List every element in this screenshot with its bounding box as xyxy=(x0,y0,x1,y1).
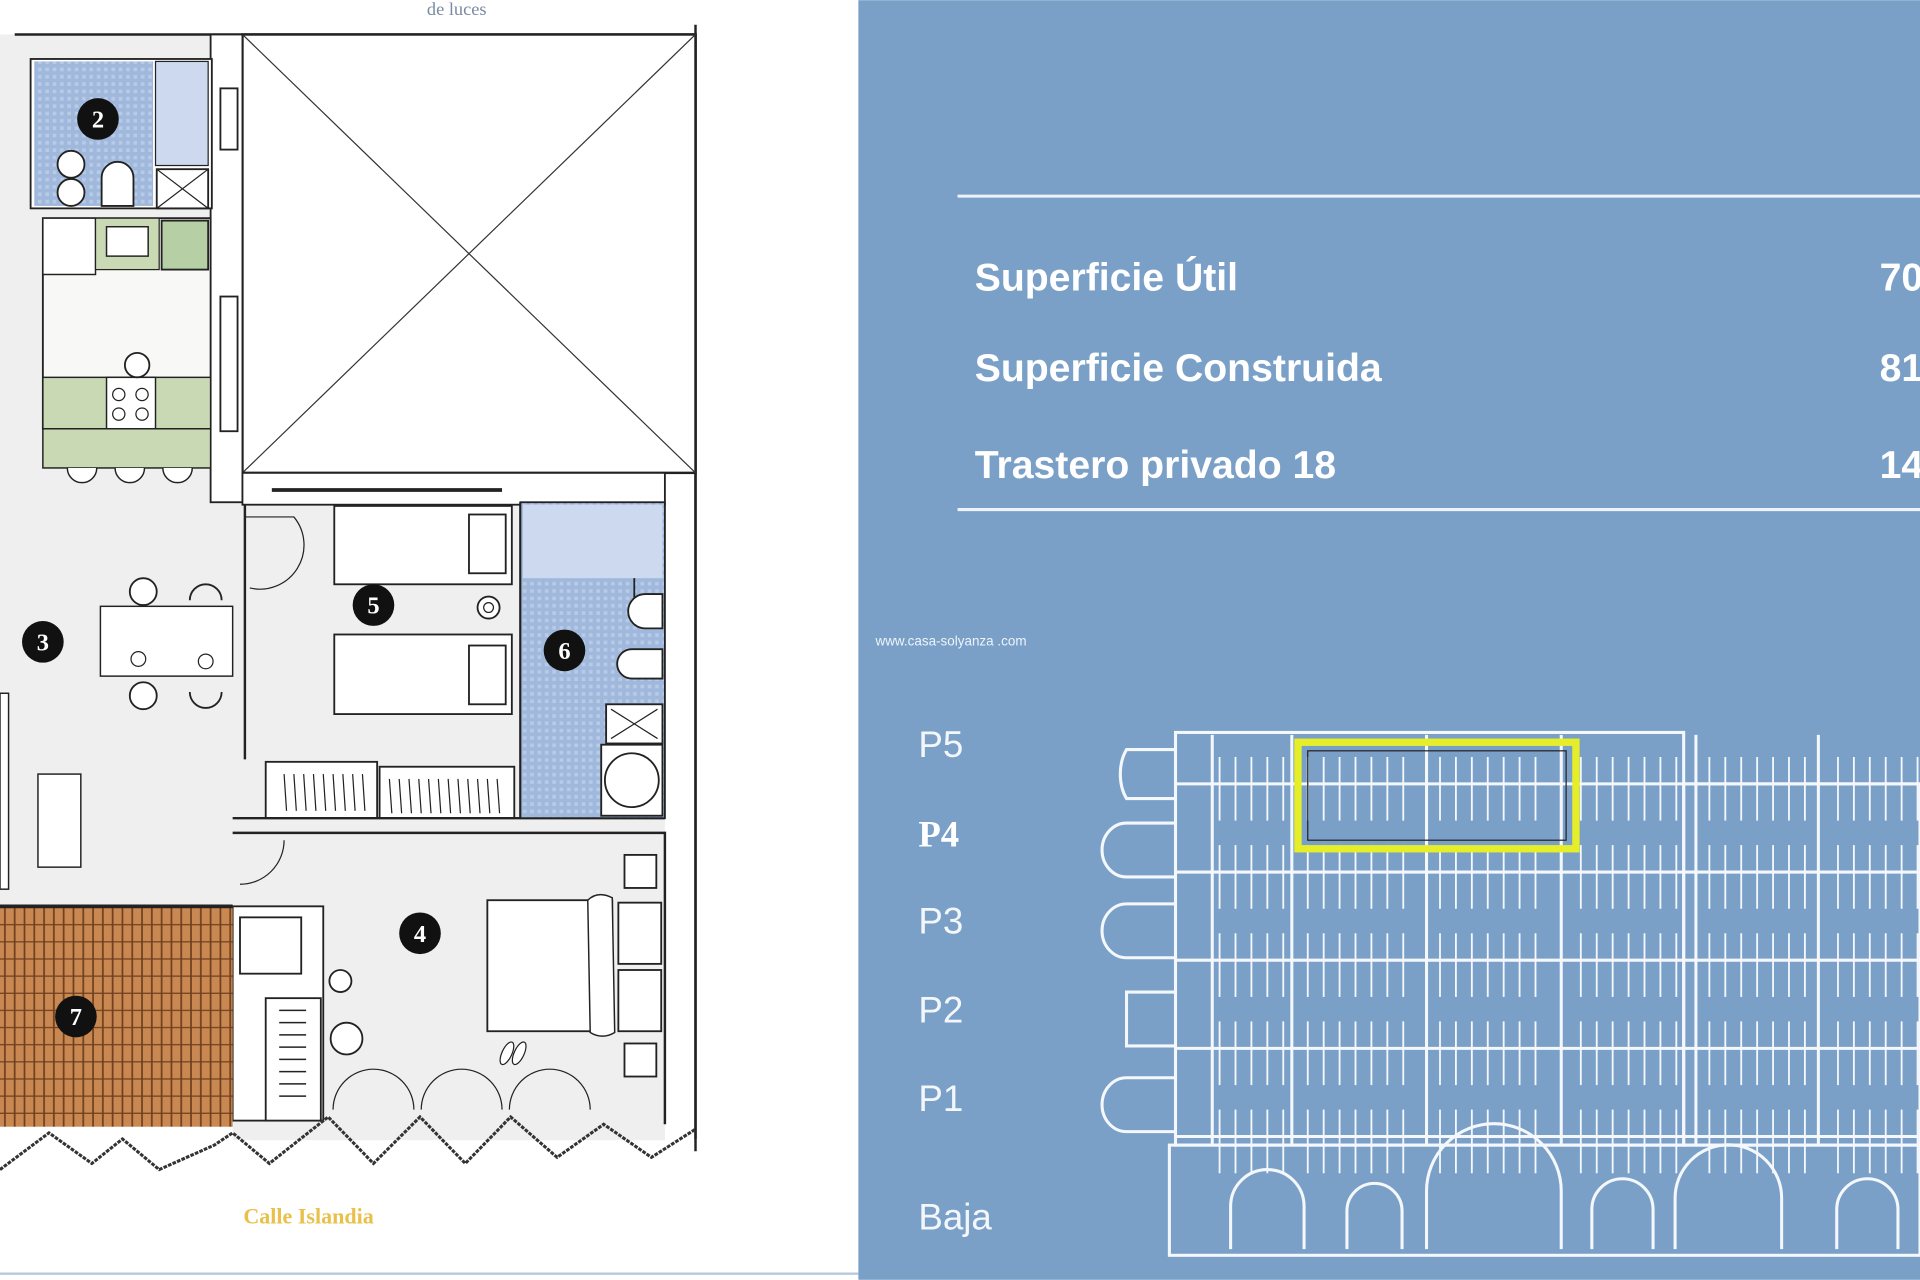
floor-labels: P5 P4 P3 P2 P1 Baja xyxy=(918,724,992,1238)
svg-text:3: 3 xyxy=(37,629,49,656)
info-panel: Superficie Útil 70 Superficie Construida… xyxy=(858,0,1920,1280)
terrace-7 xyxy=(0,904,233,1127)
area-row-useful: Superficie Útil 70 xyxy=(975,255,1920,299)
arch-window xyxy=(1590,1177,1655,1250)
living-room-3 xyxy=(0,504,305,890)
building-elevation xyxy=(1100,730,1920,1257)
svg-text:70: 70 xyxy=(1880,256,1920,299)
arch-window xyxy=(1835,1177,1900,1250)
room-number-4: 4 xyxy=(399,912,441,955)
arch-window xyxy=(1673,1143,1784,1250)
selected-unit-highlight[interactable] xyxy=(1294,738,1580,853)
floor-label-p5[interactable]: P5 xyxy=(918,724,963,765)
area-row-storage: Trastero privado 18 14 xyxy=(975,444,1920,487)
svg-text:2: 2 xyxy=(92,107,104,134)
area-row-built: Superficie Construida 81, xyxy=(975,347,1920,390)
bathroom-6 xyxy=(519,501,666,820)
svg-text:7: 7 xyxy=(70,1004,82,1031)
kitchen xyxy=(41,217,212,484)
floor-label-baja[interactable]: Baja xyxy=(918,1197,992,1238)
bedroom-5 xyxy=(232,502,665,820)
bathroom-2 xyxy=(29,58,213,210)
street-label: Calle Islandia xyxy=(243,1203,373,1228)
room-number-6: 6 xyxy=(543,629,586,672)
svg-text:6: 6 xyxy=(558,638,570,665)
svg-text:14: 14 xyxy=(1880,444,1920,487)
light-well-label: de luces xyxy=(427,0,487,19)
svg-text:81,: 81, xyxy=(1880,347,1920,390)
svg-text:Superficie Útil: Superficie Útil xyxy=(975,255,1238,299)
svg-text:Trastero privado 18: Trastero privado 18 xyxy=(975,444,1336,487)
room-number-5: 5 xyxy=(352,584,395,626)
floor-label-p4[interactable]: P4 xyxy=(918,813,959,854)
room-number-7: 7 xyxy=(55,995,97,1038)
floor-plan: de luces xyxy=(0,0,859,1280)
svg-text:Superficie Construida: Superficie Construida xyxy=(975,347,1383,390)
room-number-3: 3 xyxy=(22,621,64,663)
watermark: www.casa-solyanza .com xyxy=(875,634,1027,649)
arch-window xyxy=(1345,1181,1404,1250)
room-number-2: 2 xyxy=(77,98,119,140)
floor-label-p1[interactable]: P1 xyxy=(918,1078,963,1119)
facade-zigzag xyxy=(0,1114,697,1172)
svg-text:4: 4 xyxy=(414,921,426,948)
light-well xyxy=(241,33,697,475)
arch-window xyxy=(1229,1168,1306,1250)
floor-label-p2[interactable]: P2 xyxy=(918,990,963,1031)
bedroom-4 xyxy=(231,831,667,1125)
svg-text:5: 5 xyxy=(367,593,379,620)
floor-label-p3[interactable]: P3 xyxy=(918,900,963,941)
arch-window xyxy=(1425,1122,1563,1250)
